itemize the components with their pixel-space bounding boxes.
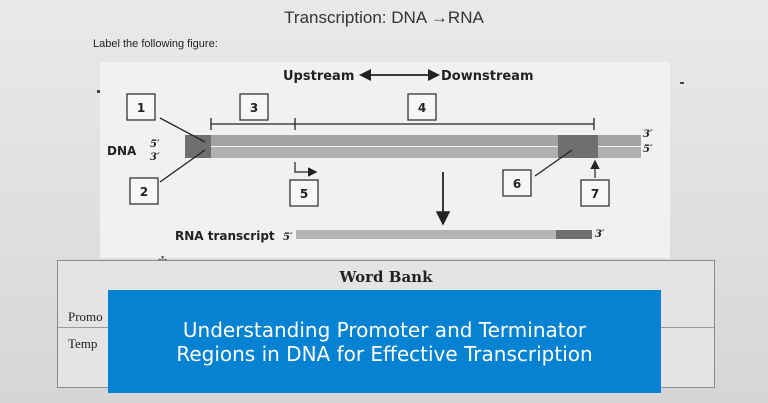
label-box-1: 1: [126, 93, 156, 121]
caption-banner: Understanding Promoter and Terminator Re…: [108, 290, 661, 393]
dna-bottom-strand: [185, 147, 641, 158]
label-box-3: 3: [239, 93, 269, 121]
label-box-6: 6: [502, 169, 532, 197]
transcription-diagram: Upstream Downstream 1 3 4 2 5 6: [107, 69, 653, 243]
rna-strand: [296, 230, 592, 239]
rna-terminator-segment: [556, 230, 592, 239]
rna-transcript-label: RNA transcript: [175, 229, 275, 243]
svg-text:4: 4: [418, 101, 426, 115]
promoter-region: [185, 135, 211, 158]
svg-text:3: 3: [250, 101, 258, 115]
word-bank-title: Word Bank: [339, 268, 433, 286]
rna-start-end: 5′: [283, 232, 293, 243]
rna-end: 3′: [595, 229, 605, 240]
caption-text: Understanding Promoter and Terminator Re…: [176, 317, 593, 366]
svg-text:1: 1: [137, 101, 145, 115]
label-box-4: 4: [407, 93, 437, 121]
instruction-text: Label the following figure:: [93, 38, 218, 50]
speck-mark: [680, 82, 684, 84]
figure-panel: [100, 62, 670, 258]
speck-mark: [97, 90, 100, 93]
dna-left-top-end: 5′: [150, 139, 160, 150]
label-box-2: 2: [129, 177, 159, 205]
svg-text:7: 7: [591, 187, 599, 201]
word-bank-item-template: Temp: [68, 336, 98, 351]
pointer-1: [159, 117, 206, 143]
dna-right-top-end: 3′: [643, 129, 653, 140]
pointer-2: [159, 149, 206, 183]
transcription-start-arrow: [294, 162, 318, 177]
terminator-region: [558, 135, 598, 158]
dna-label: DNA: [107, 144, 137, 158]
pointer-6: [534, 149, 573, 177]
dna-top-strand: [185, 135, 641, 146]
page-title: Transcription: DNA →RNA: [284, 8, 484, 27]
dna-right-bottom-end: 5′: [643, 144, 653, 155]
svg-text:5: 5: [300, 187, 308, 201]
label-box-5: 5: [289, 179, 319, 207]
label-box-7: 7: [580, 179, 610, 207]
dna-left-bottom-end: 3′: [150, 152, 160, 163]
svg-text:2: 2: [140, 185, 148, 199]
word-bank-item-promoter: Promo: [68, 309, 103, 324]
downstream-label: Downstream: [441, 69, 534, 84]
svg-text:6: 6: [513, 177, 521, 191]
upstream-label: Upstream: [283, 69, 354, 84]
